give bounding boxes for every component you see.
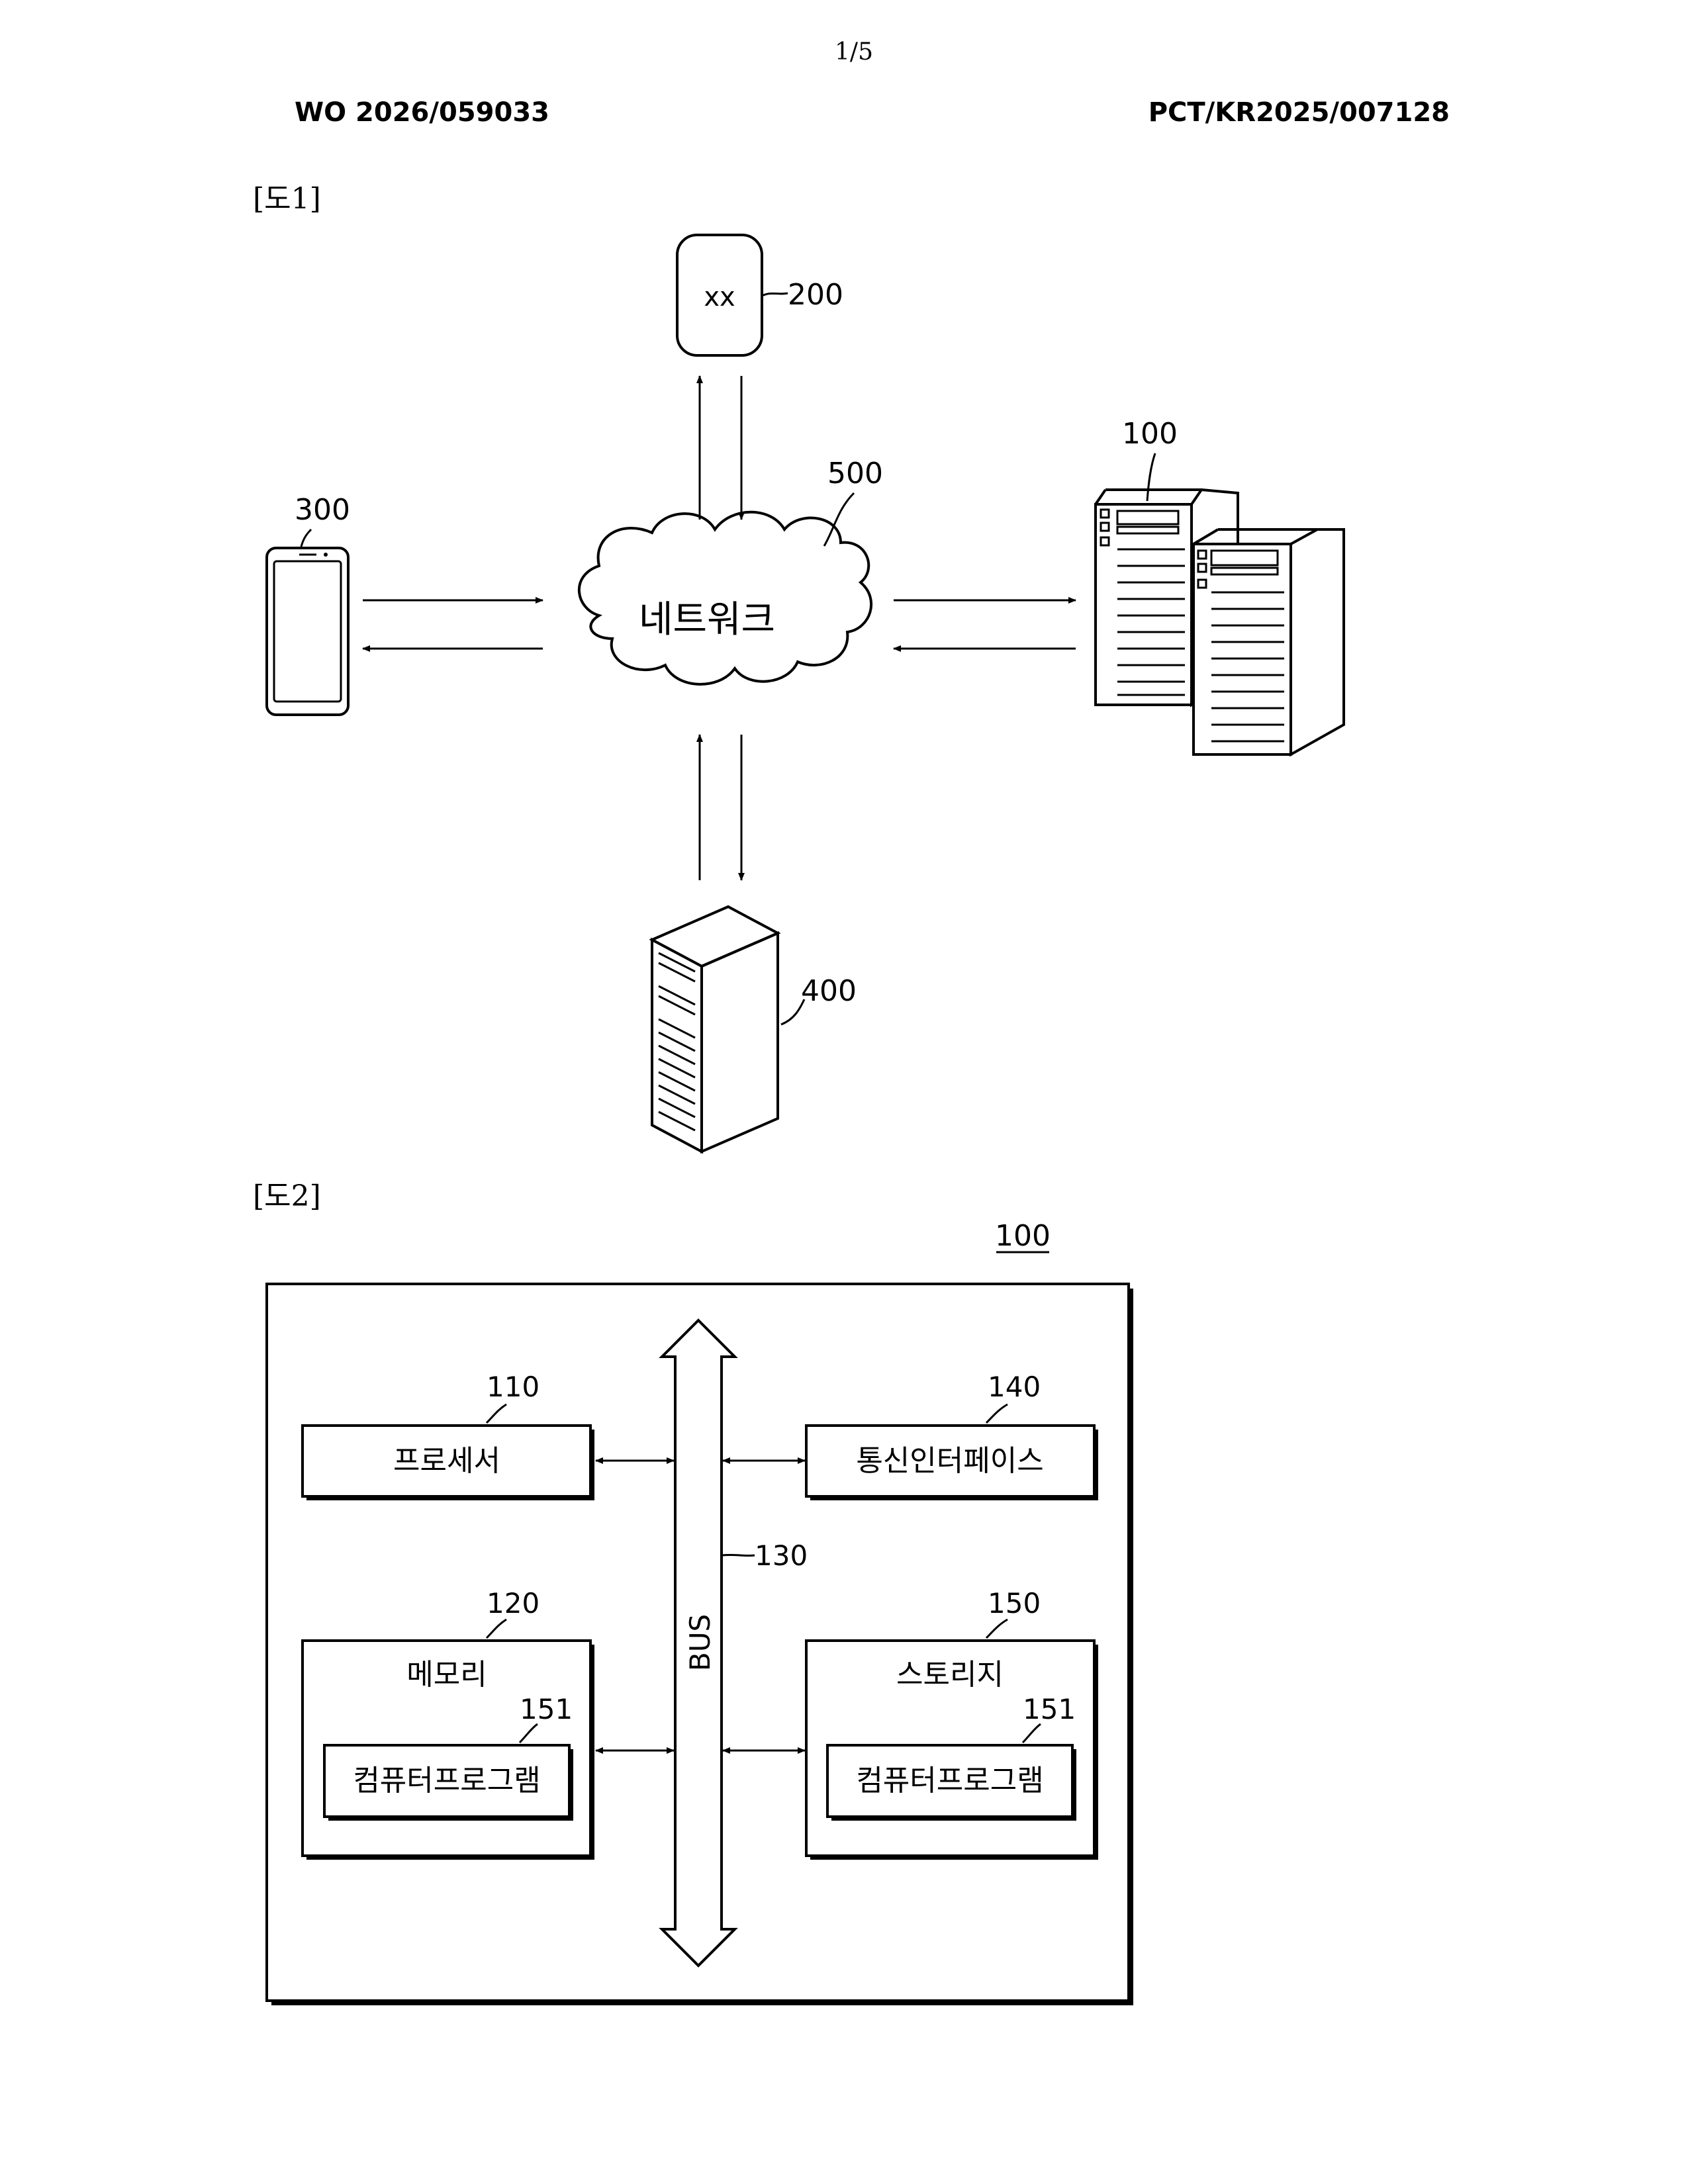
node-200: xx 200 bbox=[677, 235, 843, 355]
storage-ref: 150 bbox=[988, 1587, 1041, 1619]
page-number: 1/5 bbox=[835, 38, 873, 66]
memory-program-label: 컴퓨터프로그램 bbox=[353, 1764, 540, 1797]
network-cloud: 네트워크 500 bbox=[579, 457, 883, 684]
memory-label: 메모리 bbox=[406, 1658, 487, 1692]
phone-body bbox=[267, 548, 348, 715]
bus-label: BUS bbox=[684, 1614, 716, 1671]
node-400-server: 400 bbox=[652, 907, 857, 1152]
node-200-text: xx bbox=[704, 282, 735, 312]
ref-100-fig1: 100 bbox=[1122, 417, 1178, 451]
processor-label: 프로세서 bbox=[393, 1444, 500, 1478]
servers-leader bbox=[1147, 453, 1155, 501]
processor-ref: 110 bbox=[487, 1371, 539, 1403]
server-front-side bbox=[1291, 529, 1344, 754]
storage-program-label: 컴퓨터프로그램 bbox=[856, 1764, 1043, 1797]
ref-200: 200 bbox=[788, 278, 843, 312]
figure-2: [도2] 100 BUS 130 프로세서 110 통신인터페이스 140 bbox=[253, 1179, 1133, 2005]
figure-2-label: [도2] bbox=[253, 1179, 321, 1213]
device-ref-100: 100 bbox=[995, 1219, 1051, 1253]
node-100-servers: 100 bbox=[1096, 417, 1344, 754]
memory-program-ref: 151 bbox=[520, 1693, 573, 1725]
bus-ref: 130 bbox=[755, 1539, 808, 1572]
server-front-top bbox=[1194, 529, 1218, 544]
comm-interface-label: 통신인터페이스 bbox=[856, 1444, 1043, 1478]
server-back-top bbox=[1096, 490, 1105, 504]
comm-interface-ref: 140 bbox=[988, 1371, 1041, 1403]
ref-500: 500 bbox=[827, 457, 883, 490]
network-label: 네트워크 bbox=[639, 598, 775, 641]
storage-program-ref: 151 bbox=[1023, 1693, 1076, 1725]
figure-1: [도1] xx 200 네트워크 500 300 bbox=[253, 182, 1344, 1152]
server-front-front bbox=[1194, 544, 1291, 754]
node-200-leader bbox=[762, 293, 788, 296]
server-400-side bbox=[702, 933, 778, 1152]
phone-screen bbox=[274, 561, 341, 702]
phone-leader bbox=[301, 529, 311, 547]
publication-number: WO 2026/059033 bbox=[295, 97, 549, 128]
ref-400: 400 bbox=[801, 974, 857, 1008]
node-300-phone: 300 bbox=[267, 493, 350, 715]
phone-camera bbox=[324, 553, 328, 557]
memory-ref: 120 bbox=[487, 1587, 539, 1619]
application-number: PCT/KR2025/007128 bbox=[1149, 97, 1450, 128]
ref-300: 300 bbox=[295, 493, 350, 527]
figure-1-label: [도1] bbox=[253, 182, 321, 216]
storage-label: 스토리지 bbox=[896, 1658, 1004, 1692]
